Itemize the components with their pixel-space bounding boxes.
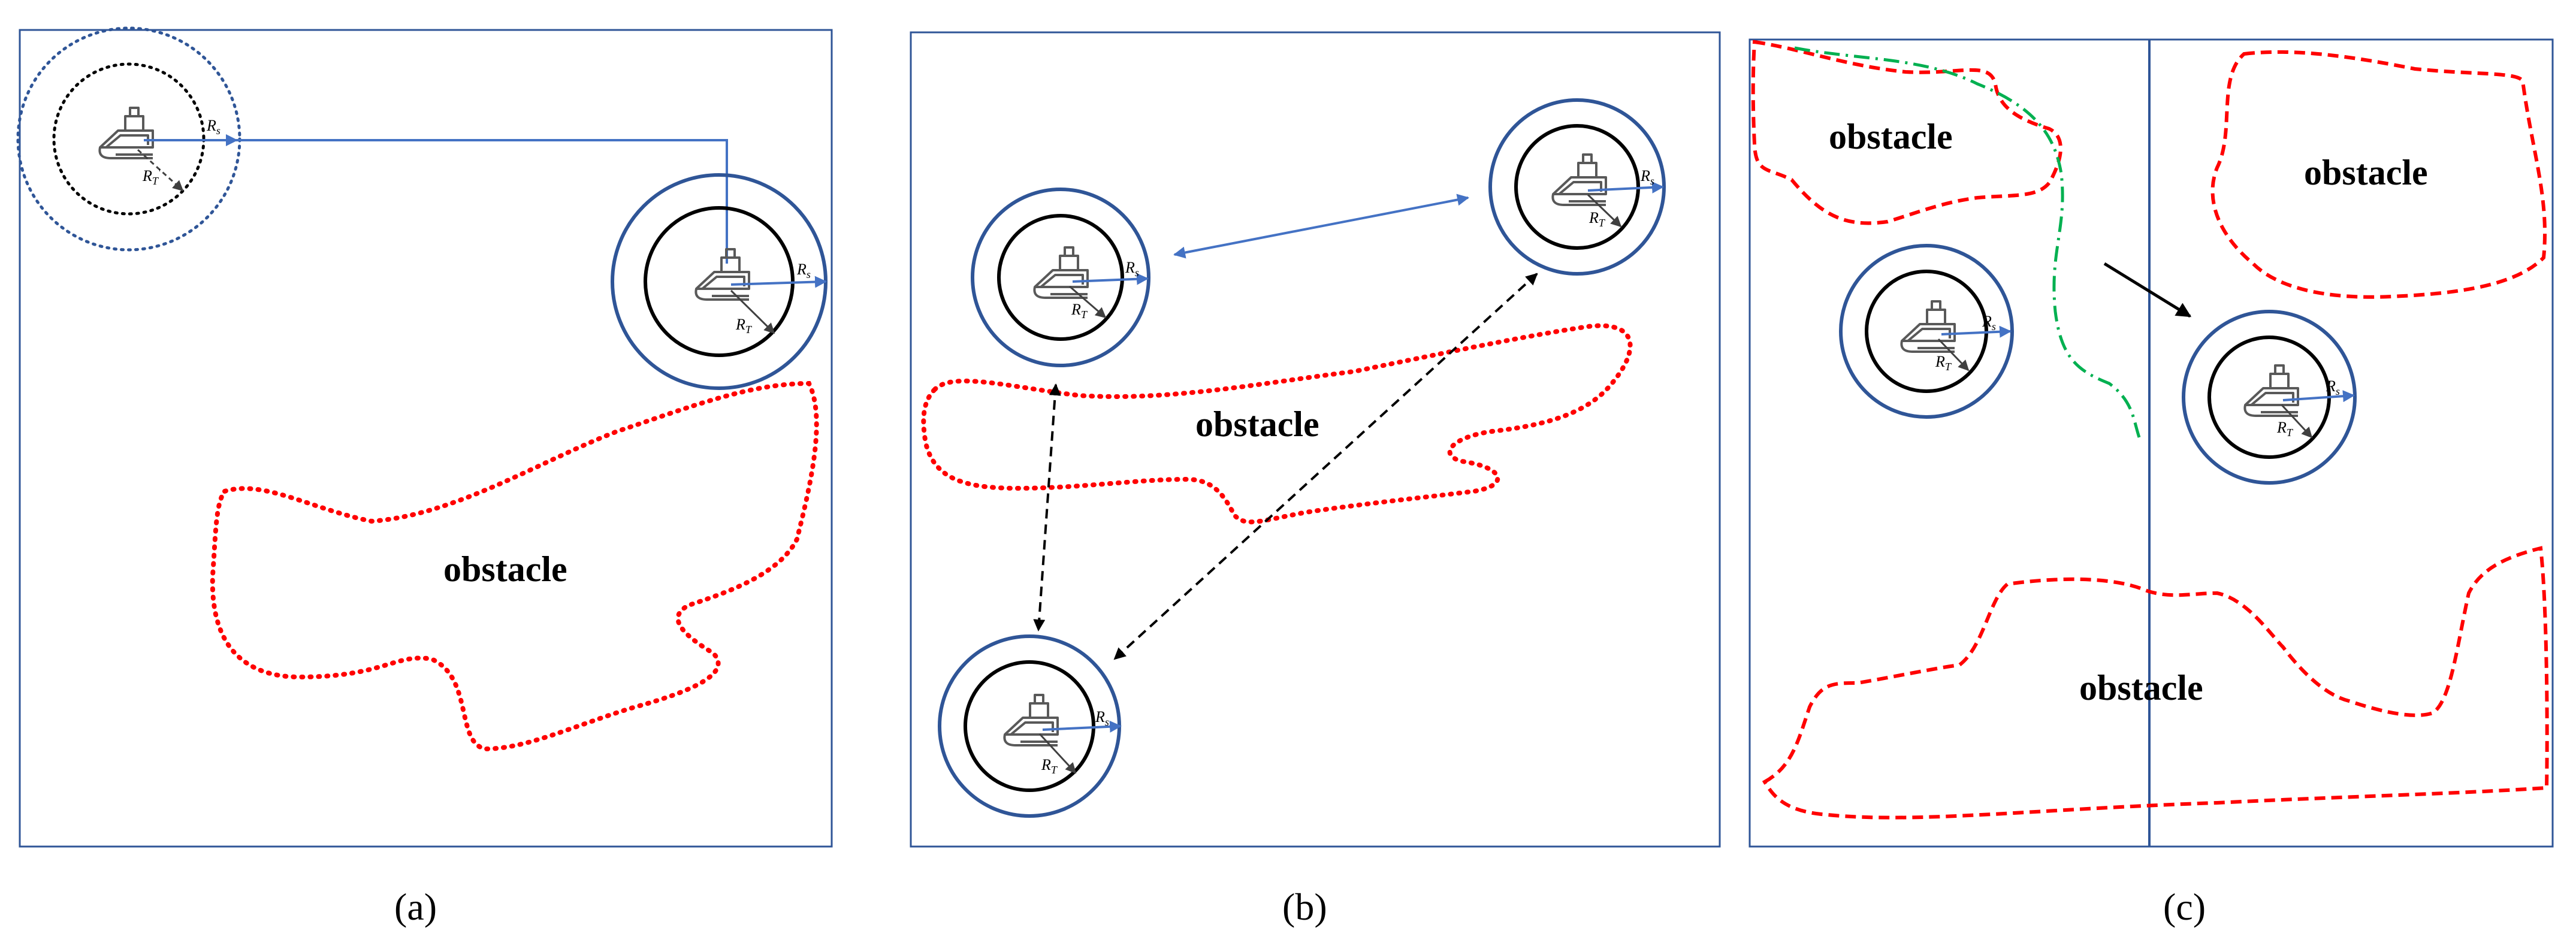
obstacle-label: obstacle	[1195, 404, 1319, 444]
rt-label: RT	[735, 316, 753, 336]
target-range-circle	[997, 214, 1124, 341]
target-radius-arrow	[1069, 285, 1107, 319]
communication-link-dashed	[1113, 273, 1538, 660]
target-range-circle	[644, 206, 795, 357]
movement-path	[237, 139, 728, 264]
target-range-circle	[1514, 124, 1640, 250]
sensing-radius-arrow	[1941, 325, 2012, 338]
sensing-range-circle	[2182, 310, 2357, 485]
communication-link-dashed	[1033, 383, 1061, 631]
obstacle-outline	[1751, 40, 2062, 225]
robot-icon	[1003, 694, 1059, 746]
robot-icon	[2243, 364, 2299, 417]
panel-c: obstacle obstacle obstacle Rs RT Rs RT (…	[1748, 38, 2554, 928]
sensing-radius-arrow	[1042, 720, 1122, 733]
target-radius-arrow	[2281, 404, 2313, 439]
rt-label: RT	[1935, 353, 1952, 373]
panel-caption: (a)	[394, 885, 437, 928]
sensing-radius-arrow	[2282, 390, 2355, 403]
rs-label: Rs	[2326, 377, 2340, 397]
movement-arrow	[2103, 262, 2192, 318]
rs-label: Rs	[1125, 259, 1139, 279]
robot-icon	[98, 107, 155, 159]
target-range-circle	[964, 660, 1095, 792]
rs-label: Rs	[1640, 167, 1654, 187]
target-range-circle	[1865, 270, 1988, 393]
rs-label: Rs	[206, 117, 221, 137]
panel-b: obstacle Rs RT Rs RT Rs RT (b)	[910, 31, 1721, 928]
target-radius-arrow	[1937, 338, 1970, 371]
robot-icon	[1033, 246, 1089, 299]
obstacle-outline	[2210, 50, 2547, 299]
robot-icon	[1900, 300, 1956, 353]
obstacle-label: obstacle	[2079, 668, 2203, 708]
rt-label: RT	[1041, 756, 1058, 776]
rt-label: RT	[1589, 209, 1606, 229]
target-radius-arrow	[137, 149, 184, 192]
panel-a: obstacle Rs RT′ Rs RT (a)	[16, 26, 833, 928]
rt-label: RT	[2276, 419, 2294, 439]
obstacle-outline	[210, 380, 819, 752]
panel-c-frame	[1748, 38, 2554, 848]
target-radius-arrow	[730, 289, 775, 334]
rs-label: Rs	[1982, 313, 1996, 333]
sensing-range-circle	[1839, 244, 2014, 419]
robot-icon	[1551, 153, 1607, 206]
communication-link	[1173, 194, 1469, 259]
target-radius-arrow	[1587, 194, 1622, 228]
rs-label: Rs	[1095, 708, 1109, 728]
panel-caption: (b)	[1282, 885, 1327, 928]
sensing-range-circle	[1488, 98, 1666, 276]
target-radius-arrow	[1038, 733, 1077, 774]
sensing-radius-arrow	[730, 276, 827, 288]
obstacle-label: obstacle	[443, 549, 567, 589]
rt-label: RT	[1071, 301, 1088, 321]
obstacle-outline	[1762, 546, 2549, 820]
obstacle-label: obstacle	[1829, 117, 1953, 156]
obstacle-label: obstacle	[2304, 153, 2428, 192]
panel-caption: (c)	[2163, 885, 2206, 928]
robot-icon	[694, 248, 750, 301]
planned-path	[1794, 46, 2141, 438]
panel-a-frame	[19, 29, 833, 848]
rs-label: Rs	[796, 261, 811, 280]
panel-b-frame	[910, 31, 1721, 848]
sensing-radius-arrow	[1587, 181, 1664, 194]
rt-label: RT′	[142, 167, 161, 187]
